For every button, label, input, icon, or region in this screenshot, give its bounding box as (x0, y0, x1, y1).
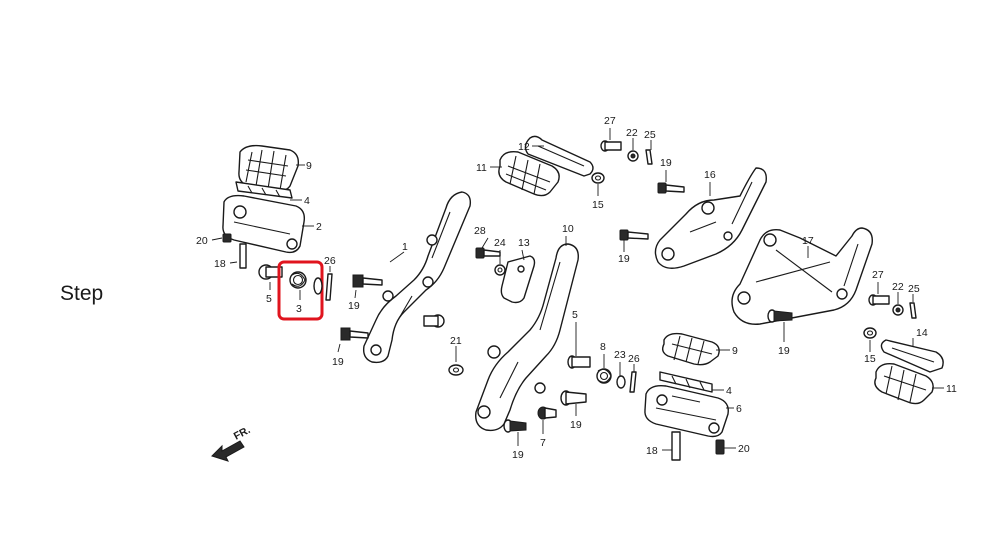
callout-19-g: 19 (512, 449, 524, 461)
callout-16: 16 (704, 169, 716, 181)
callout-19-f: 19 (570, 419, 582, 431)
callout-25-right: 25 (908, 283, 920, 295)
callout-10: 10 (562, 223, 574, 235)
step-holder-left (362, 191, 472, 364)
cotter-25b (909, 302, 917, 319)
callout-11-top: 11 (476, 162, 487, 174)
bolt-18b (671, 431, 681, 461)
callout-24: 24 (494, 237, 506, 249)
callout-9-left: 9 (306, 160, 312, 172)
bolt-center-19a (560, 390, 587, 406)
bolt-center-19b (503, 419, 527, 433)
callout-11-right: 11 (946, 383, 957, 395)
callout-18-left: 18 (214, 258, 226, 270)
cotter-26b (629, 371, 637, 393)
peg-pivot-left (423, 314, 445, 328)
bolt-center-7 (537, 406, 557, 420)
callout-26-center: 26 (628, 353, 640, 365)
callout-19-a: 19 (348, 300, 360, 312)
callout-2: 2 (316, 221, 322, 233)
callout-19-d: 19 (618, 253, 630, 265)
washer-24 (494, 264, 506, 276)
rear-footpeg-arm-14 (880, 339, 944, 373)
bolt-19b (337, 327, 369, 353)
washer-21 (448, 364, 464, 376)
washer-22b (892, 304, 904, 316)
callout-4-left: 4 (304, 195, 310, 207)
bolt-19a (352, 274, 383, 299)
callout-19-b: 19 (332, 356, 344, 368)
callout-15-right: 15 (864, 353, 876, 365)
callout-17: 17 (802, 235, 814, 247)
bolt-19c (657, 182, 685, 194)
bolt-19d (619, 229, 649, 241)
callout-5-center: 5 (572, 309, 578, 321)
pin-27b (868, 294, 890, 306)
callout-5-left: 5 (266, 293, 272, 305)
callout-26-left: 26 (324, 255, 336, 267)
callout-14: 14 (916, 327, 928, 339)
washer-22a (627, 150, 639, 162)
spring-3 (289, 271, 307, 300)
pin-27a (600, 140, 622, 152)
callout-13: 13 (518, 237, 530, 249)
bolt-left-20 (211, 233, 232, 243)
callout-20-left: 20 (196, 235, 208, 247)
step-title: Step (60, 282, 104, 305)
rear-footpeg-rubber-11b (874, 362, 934, 405)
callout-27-top: 27 (604, 115, 616, 127)
callout-28: 28 (474, 225, 486, 237)
callout-12: 12 (518, 141, 530, 153)
pin-left-5 (258, 264, 283, 290)
callout-27-right: 27 (872, 269, 884, 281)
leader-lines (290, 128, 944, 451)
step-holder-center (475, 243, 579, 432)
cotter-pin-left-26 (325, 266, 333, 301)
footpeg-rubber-9b (661, 332, 720, 366)
callout-numbers: 9 4 2 20 18 5 3 26 19 19 1 28 24 13 10 1… (196, 115, 957, 461)
callout-19-c: 19 (660, 157, 672, 169)
spring-8 (596, 368, 612, 384)
footpeg-bracket-left (222, 194, 306, 254)
cotter-25a (645, 149, 653, 165)
callout-7: 7 (540, 437, 546, 449)
footpeg-plate-left (235, 181, 293, 199)
callout-6: 6 (736, 403, 742, 415)
callout-1: 1 (402, 241, 408, 253)
callout-18-center: 18 (646, 445, 658, 457)
callout-22-top: 22 (626, 127, 638, 139)
front-direction-arrow: FR. (211, 424, 253, 462)
bolt-left-18 (229, 243, 247, 269)
washer-left (313, 277, 323, 295)
bolt-19e (767, 309, 793, 323)
callout-25-top: 25 (644, 129, 656, 141)
step-holder-right-16 (654, 167, 767, 269)
callout-3: 3 (296, 303, 302, 315)
callout-20-center: 20 (738, 443, 750, 455)
step-holder-right-17 (731, 227, 873, 325)
callout-8: 8 (600, 341, 606, 353)
callout-9-center: 9 (732, 345, 738, 357)
callout-22-right: 22 (892, 281, 904, 293)
washer-15a (591, 172, 605, 184)
footpeg-bracket-6 (644, 384, 729, 438)
bolt-20b (715, 439, 725, 455)
footpeg-plate-4b (659, 371, 713, 393)
washer-15b (863, 327, 877, 339)
callout-23: 23 (614, 349, 626, 361)
callout-21: 21 (450, 335, 462, 347)
callout-15-top: 15 (592, 199, 604, 211)
rear-footpeg-rubber-11a (498, 150, 560, 197)
bolt-28 (475, 247, 501, 259)
callout-19-e: 19 (778, 345, 790, 357)
washer-23 (616, 375, 626, 389)
pin-center-5 (567, 355, 591, 369)
callout-4-center: 4 (726, 385, 732, 397)
direction-label: FR. (232, 424, 253, 443)
bracket-13 (500, 255, 536, 304)
